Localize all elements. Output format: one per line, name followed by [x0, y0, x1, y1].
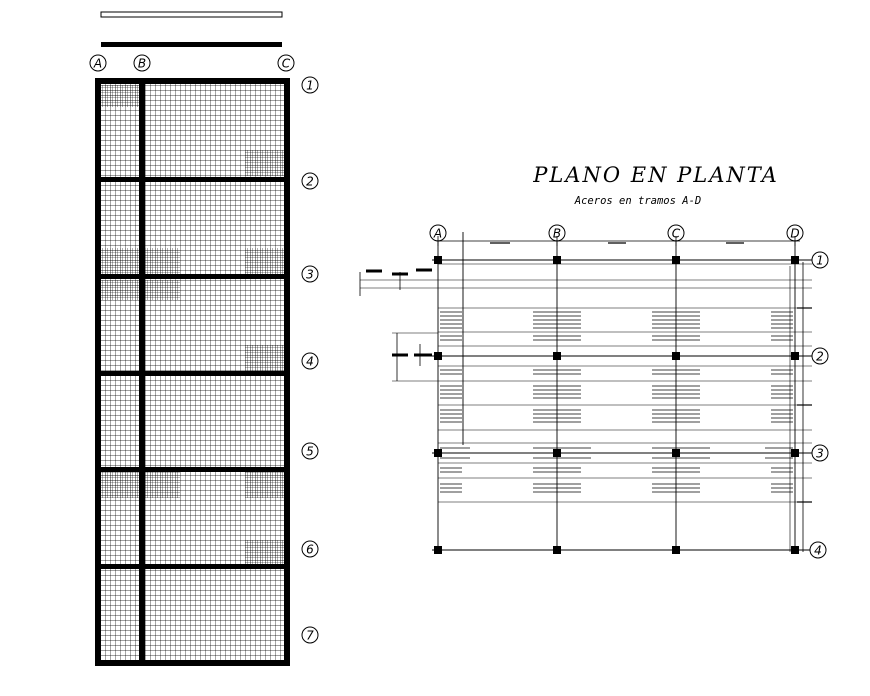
svg-text:7: 7	[306, 629, 314, 643]
structural-columns	[434, 256, 799, 554]
svg-text:C: C	[282, 57, 291, 71]
grid-axis-lines	[360, 232, 812, 552]
side-dimension-line	[797, 262, 812, 552]
axis-bubble-4: 4	[301, 352, 319, 370]
grid-bubble-D: D	[786, 224, 804, 242]
axis-bubble-1: 1	[301, 76, 319, 94]
drawing-title: PLANO EN PLANTA	[532, 163, 779, 187]
top-dimension-line	[437, 236, 800, 246]
axis-bubble-C: C	[277, 54, 295, 72]
grid-bubble-4: 4	[809, 541, 827, 559]
scale-bar-solid	[101, 42, 282, 47]
axis-bubble-B: B	[133, 54, 151, 72]
right-column-axis-labels: A B C D	[429, 224, 804, 242]
left-column-axis-labels: A B C	[89, 54, 295, 72]
svg-text:5: 5	[306, 445, 314, 459]
drawing-subtitle: Aceros en tramos A-D	[574, 195, 701, 207]
svg-text:A: A	[433, 227, 442, 241]
grid-bubble-C: C	[667, 224, 685, 242]
grid-bubble-3: 3	[811, 444, 829, 462]
svg-text:2: 2	[306, 175, 314, 189]
dense-mesh-patches	[100, 85, 287, 564]
axis-bubble-2: 2	[301, 172, 319, 190]
left-plan: A B C	[89, 11, 319, 666]
svg-text:3: 3	[306, 268, 314, 282]
svg-text:4: 4	[306, 355, 314, 369]
svg-text:C: C	[672, 227, 681, 241]
svg-text:6: 6	[306, 543, 314, 557]
right-row-axis-labels: 1 2 3 4	[809, 251, 829, 559]
grid-bubble-A: A	[429, 224, 447, 242]
scale-bar-outline	[100, 11, 283, 18]
left-row-axis-labels: 1 2 3 4 5 6 7	[301, 76, 319, 644]
svg-text:B: B	[553, 227, 561, 241]
svg-text:D: D	[790, 227, 799, 241]
left-beams	[95, 78, 290, 666]
grid-bubble-1: 1	[811, 251, 829, 269]
left-dimension-markers	[359, 268, 438, 382]
svg-text:2: 2	[816, 350, 824, 364]
axis-bubble-A: A	[89, 54, 107, 72]
svg-text:A: A	[93, 57, 102, 71]
axis-bubble-3: 3	[301, 265, 319, 283]
axis-bubble-5: 5	[301, 442, 319, 460]
svg-text:B: B	[138, 57, 146, 71]
svg-text:3: 3	[816, 447, 824, 461]
svg-text:4: 4	[814, 544, 822, 558]
right-plan: PLANO EN PLANTA Aceros en tramos A-D	[359, 163, 829, 559]
axis-bubble-6: 6	[301, 540, 319, 558]
axis-bubble-7: 7	[301, 626, 319, 644]
rebar-strips	[440, 311, 793, 493]
grid-bubble-B: B	[548, 224, 566, 242]
svg-text:1: 1	[816, 254, 824, 268]
svg-text:1: 1	[306, 79, 314, 93]
grid-bubble-2: 2	[811, 347, 829, 365]
